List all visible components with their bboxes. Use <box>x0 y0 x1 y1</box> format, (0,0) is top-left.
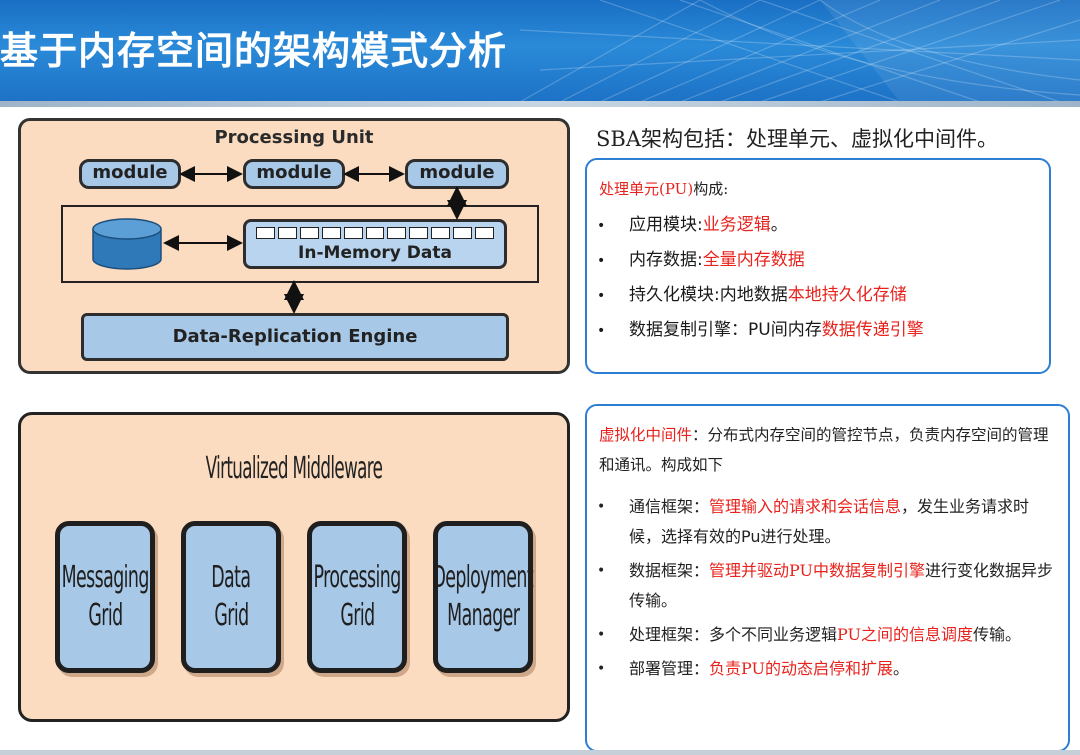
footer-divider <box>0 750 1080 755</box>
memory-cells <box>256 227 494 239</box>
bullet-icon: • <box>597 323 606 339</box>
item-highlight: 本地持久化存储 <box>787 285 907 305</box>
box-label-line2: Grid <box>213 598 249 633</box>
sba-summary: SBA架构包括：处理单元、虚拟化中间件。 <box>596 127 998 151</box>
item-suffix: ，发生业务请求时候，选择有效的Pu进行处理。 <box>629 497 1030 546</box>
item-highlight: 管理输入的请求和会话信息 <box>709 497 902 516</box>
list-item: • 处理框架：多个不同业务逻辑PU之间的信息调度传输。 <box>597 620 1053 650</box>
item-suffix: 。 <box>893 659 910 678</box>
item-label: 处理框架：多个不同业务逻辑 <box>629 625 838 644</box>
list-item: • 数据框架：管理并驱动PU中数据复制引擎进行变化数据异步传输。 <box>597 556 1053 616</box>
item-suffix: 传输。 <box>973 625 1022 644</box>
panel2-intro: 虚拟化中间件：分布式内存空间的管控节点，负责内存空间的管理和通讯。构成如下 <box>599 420 1051 480</box>
virtualized-middleware-diagram: Virtualized Middleware Messaging Grid Da… <box>18 412 570 722</box>
diagram-connectors <box>92 166 467 314</box>
bullet-icon: • <box>597 499 606 515</box>
item-label: 部署管理： <box>629 659 710 678</box>
page-title: 基于内存空间的架构模式分析 <box>0 29 508 73</box>
item-highlight: 全量内存数据 <box>702 250 805 270</box>
processing-unit-panel: 处理单元(PU)构成: • 应用模块:业务逻辑。 • 内存数据:全量内存数据 • 持久… <box>585 158 1051 374</box>
messaging-grid-box: Messaging Grid <box>55 521 155 673</box>
bullet-icon: • <box>597 288 606 304</box>
item-highlight: 业务逻辑 <box>702 215 771 235</box>
box-label-line1: Data <box>211 560 251 595</box>
in-memory-data-label: In-Memory Data <box>298 243 452 263</box>
bullet-icon: • <box>597 627 606 643</box>
list-item: • 部署管理：负责PU的动态启停和扩展。 <box>597 654 1053 684</box>
item-label: 通信框架： <box>629 497 710 516</box>
bullet-icon: • <box>597 253 606 269</box>
item-highlight: 数据传递引擎 <box>821 320 924 340</box>
slide-header: 基于内存空间的架构模式分析 <box>0 0 1080 102</box>
list-item: • 内存数据:全量内存数据 <box>597 243 924 278</box>
box-label-line1: Messaging <box>61 560 149 595</box>
database-icon <box>92 218 162 270</box>
list-item: • 数据复制引擎：PU间内存数据传递引擎 <box>597 313 924 348</box>
panel1-intro-text: 构成: <box>693 180 729 198</box>
deployment-manager-box: Deployment Manager <box>432 521 534 673</box>
list-item: • 持久化模块:内地数据本地持久化存储 <box>597 278 924 313</box>
item-highlight: 管理并驱动PU中数据复制引擎 <box>709 561 925 580</box>
middleware-title: Virtualized Middleware <box>205 451 383 486</box>
panel2-intro-text: ：分布式内存空间的管控节点，负责内存空间的管理和通讯。构成如下 <box>599 426 1049 474</box>
item-highlight: PU之间的信息调度 <box>837 625 973 644</box>
diagram-title: Processing Unit <box>214 127 374 148</box>
data-replication-engine-box: Data-Replication Engine <box>81 313 509 361</box>
item-label: 内存数据: <box>629 250 703 270</box>
data-grid-box: Data Grid <box>181 521 281 673</box>
module-box-3: module <box>405 159 509 189</box>
item-label: 持久化模块:内地数据 <box>629 285 788 305</box>
in-memory-data-box: In-Memory Data <box>243 219 507 269</box>
header-divider <box>0 101 1080 107</box>
panel2-intro-highlight: 虚拟化中间件 <box>599 426 693 444</box>
panel1-intro: 处理单元(PU)构成: <box>599 178 728 199</box>
bullet-icon: • <box>597 661 606 677</box>
item-label: 应用模块: <box>629 215 703 235</box>
panel1-intro-highlight: 处理单元(PU) <box>599 180 694 198</box>
item-label: 数据框架： <box>629 561 710 580</box>
bullet-icon: • <box>597 218 606 234</box>
panel2-list: • 通信框架：管理输入的请求和会话信息，发生业务请求时候，选择有效的Pu进行处理。… <box>597 492 1053 688</box>
item-label: 数据复制引擎：PU间内存 <box>629 320 822 340</box>
item-highlight: 负责PU的动态启停和扩展 <box>709 659 893 678</box>
box-label-line2: Grid <box>87 598 123 633</box>
bullet-icon: • <box>597 563 606 579</box>
box-label-line2: Manager <box>446 598 520 633</box>
item-suffix: 。 <box>770 215 788 235</box>
processing-unit-diagram: Processing Unit module module module In-… <box>18 118 570 374</box>
header-decoration <box>519 0 1080 102</box>
box-label-line1: Deployment <box>432 560 534 595</box>
processing-grid-box: Processing Grid <box>307 521 407 673</box>
list-item: • 应用模块:业务逻辑。 <box>597 208 924 243</box>
list-item: • 通信框架：管理输入的请求和会话信息，发生业务请求时候，选择有效的Pu进行处理。 <box>597 492 1053 552</box>
box-label-line2: Grid <box>339 598 375 633</box>
middleware-panel: 虚拟化中间件：分布式内存空间的管控节点，负责内存空间的管理和通讯。构成如下 • 通… <box>585 404 1070 752</box>
module-box-2: module <box>243 159 345 189</box>
item-suffix: 进行变化数据异步传输。 <box>629 561 1054 610</box>
box-label-line1: Processing <box>313 560 401 595</box>
panel1-list: • 应用模块:业务逻辑。 • 内存数据:全量内存数据 • 持久化模块:内地数据本地持久… <box>597 208 924 348</box>
